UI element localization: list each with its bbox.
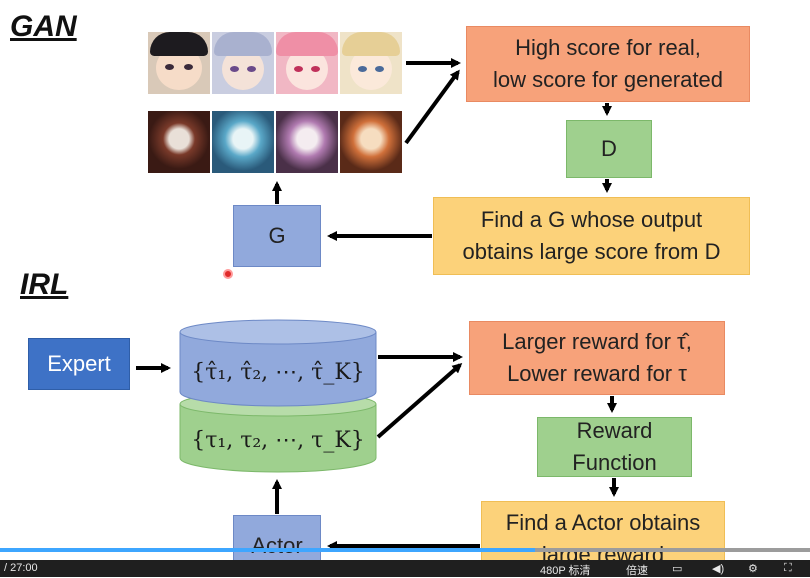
generated-images-row <box>148 111 404 175</box>
real-images-row <box>148 32 404 96</box>
quality-button[interactable]: 480P 标清 <box>540 565 591 577</box>
speed-button[interactable]: 倍速 <box>626 565 648 577</box>
volume-icon[interactable]: ◀) <box>712 563 725 575</box>
d-box: D <box>566 120 652 178</box>
reward-function-box: Reward Function <box>537 417 692 477</box>
arrow-actor-traj-to-reward-goal <box>376 363 463 439</box>
reward-goal-box: Larger reward for τ̂, Lower reward for τ <box>469 321 725 395</box>
time-display: / 27:00 <box>4 562 38 574</box>
generated-image-3 <box>276 111 338 173</box>
real-image-2 <box>212 32 274 94</box>
fullscreen-icon[interactable]: ⛶ <box>784 562 792 574</box>
irl-title: IRL <box>20 268 69 301</box>
expert-box: Expert <box>28 338 130 390</box>
subtitle-icon[interactable]: ▭ <box>672 563 683 575</box>
trajectory-cylinder <box>179 319 377 473</box>
generator-goal-box: Find a G whose output obtains large scor… <box>433 197 750 275</box>
generated-image-2 <box>212 111 274 173</box>
real-image-4 <box>340 32 402 94</box>
discriminator-goal-box: High score for real, low score for gener… <box>466 26 750 102</box>
generated-image-1 <box>148 111 210 173</box>
laser-pointer-dot <box>223 269 233 279</box>
settings-icon[interactable]: ⚙ <box>748 563 758 575</box>
real-image-3 <box>276 32 338 94</box>
video-progress-fill <box>0 548 535 552</box>
generated-image-4 <box>340 111 402 173</box>
gan-title: GAN <box>10 10 77 43</box>
expert-trajectories-label: {τ̂₁, τ̂₂, ⋯, τ̂_K} <box>191 360 365 385</box>
player-control-bar <box>0 560 810 577</box>
g-box: G <box>233 205 321 267</box>
actor-trajectories-label: {τ₁, τ₂, ⋯, τ_K} <box>191 428 365 453</box>
arrow-generated-to-goal <box>404 69 460 145</box>
real-image-1 <box>148 32 210 94</box>
